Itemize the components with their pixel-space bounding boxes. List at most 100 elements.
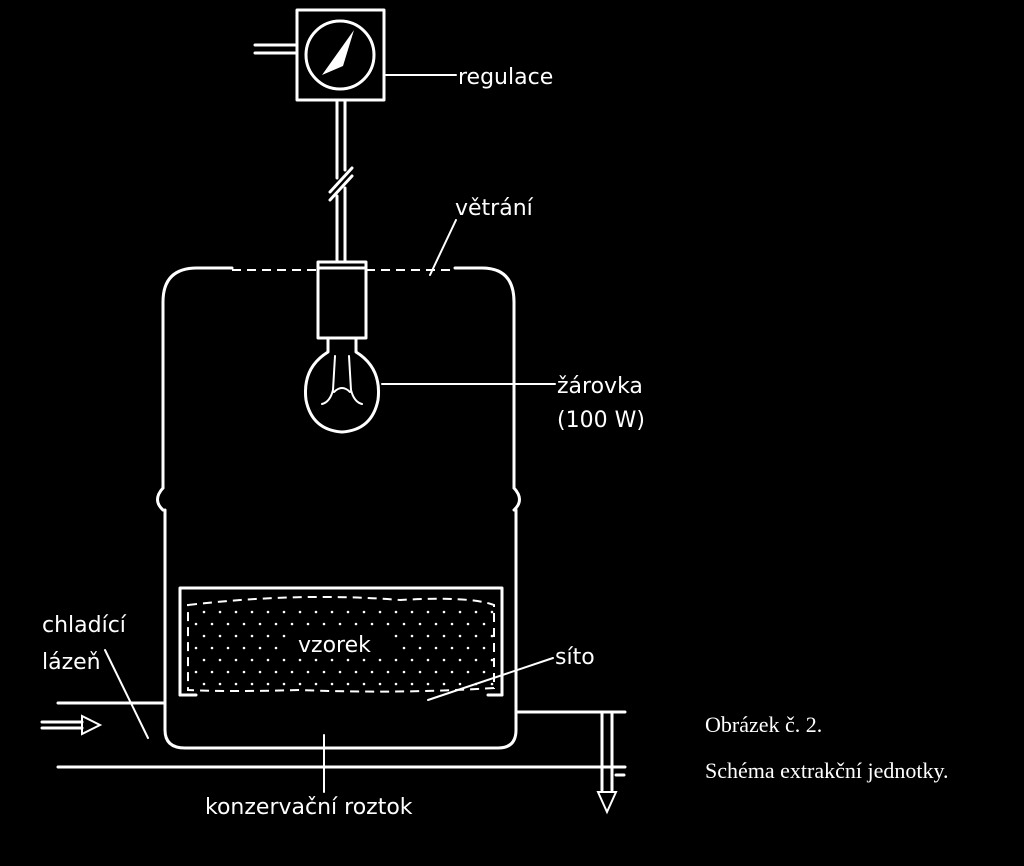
- sample-dot: [362, 658, 366, 662]
- sample-dot: [202, 682, 206, 686]
- sample-dot: [210, 622, 214, 626]
- sample-dot: [442, 658, 446, 662]
- sample-tray: [178, 586, 504, 697]
- sample-dot: [298, 658, 302, 662]
- label-zarovka: žárovka: [557, 374, 643, 399]
- sample-dot: [466, 646, 470, 650]
- caption-description: Schéma extrakční jednotky.: [705, 758, 949, 783]
- sample-dot: [258, 646, 262, 650]
- sample-dot: [402, 670, 406, 674]
- sample-dot: [330, 658, 334, 662]
- sample-dot: [226, 622, 230, 626]
- label-lazen: lázeň: [42, 650, 101, 675]
- sample-dot: [354, 670, 358, 674]
- sample-dot: [434, 670, 438, 674]
- sample-dot: [250, 634, 254, 638]
- sample-dot: [378, 658, 382, 662]
- sample-dot: [378, 682, 382, 686]
- sample-dot: [242, 670, 246, 674]
- sample-dot: [202, 634, 206, 638]
- sample-dot: [458, 658, 462, 662]
- sample-dot: [202, 610, 206, 614]
- sample-dot: [402, 622, 406, 626]
- sample-dot: [410, 658, 414, 662]
- sample-dot: [282, 658, 286, 662]
- sample-dot: [378, 610, 382, 614]
- sample-dot: [194, 646, 198, 650]
- dial-pointer-icon: [322, 30, 354, 75]
- sample-dot: [474, 634, 478, 638]
- sample-dot: [282, 634, 286, 638]
- light-bulb-icon: [303, 336, 381, 434]
- lamp-socket: [316, 260, 368, 340]
- sample-dot: [394, 610, 398, 614]
- sample-dot: [210, 670, 214, 674]
- label-vzorek: vzorek: [298, 633, 371, 658]
- sample-dot: [194, 670, 198, 674]
- sample-dot: [218, 658, 222, 662]
- sample-dot: [402, 646, 406, 650]
- sample-dot: [306, 622, 310, 626]
- sample-dot: [418, 622, 422, 626]
- sample-dot: [346, 682, 350, 686]
- sample-dot: [274, 646, 278, 650]
- sample-dot: [426, 682, 430, 686]
- sample-dot: [266, 610, 270, 614]
- sample-dot: [330, 682, 334, 686]
- sample-dot: [410, 610, 414, 614]
- sample-dot: [418, 670, 422, 674]
- sample-dot: [314, 682, 318, 686]
- sample-dot: [202, 658, 206, 662]
- sample-dot: [250, 658, 254, 662]
- label-regulace: regulace: [458, 65, 553, 90]
- cooling-bath-pipes: [56, 701, 627, 815]
- sample-dot: [266, 682, 270, 686]
- sample-dot: [314, 658, 318, 662]
- sample-dot: [274, 622, 278, 626]
- sample-dot: [482, 622, 486, 626]
- sample-dot: [322, 670, 326, 674]
- label-vetrani: větrání: [455, 196, 534, 221]
- sample-dot: [338, 622, 342, 626]
- sample-dot: [250, 610, 254, 614]
- sample-dot: [482, 670, 486, 674]
- sample-dot: [418, 646, 422, 650]
- sample-dot: [442, 634, 446, 638]
- sample-dot: [474, 658, 478, 662]
- sample-dot: [298, 682, 302, 686]
- sample-dot: [234, 610, 238, 614]
- sample-dot: [490, 682, 494, 686]
- sample-dot: [226, 646, 230, 650]
- sample-dot: [482, 646, 486, 650]
- container-lid: [161, 266, 516, 304]
- sample-dot: [282, 610, 286, 614]
- sample-dot: [354, 622, 358, 626]
- label-chladici: chladící: [42, 613, 127, 638]
- sample-dot: [394, 634, 398, 638]
- sample-dot: [490, 634, 494, 638]
- sample-dot: [258, 622, 262, 626]
- sample-dot: [250, 682, 254, 686]
- sample-dot: [426, 658, 430, 662]
- sample-dot: [450, 622, 454, 626]
- sample-dot: [210, 646, 214, 650]
- sample-dot: [442, 610, 446, 614]
- leader-lines: [104, 74, 556, 793]
- sample-dot: [362, 682, 366, 686]
- sample-dot: [242, 646, 246, 650]
- sample-dot: [434, 646, 438, 650]
- sample-dot: [282, 682, 286, 686]
- sample-dot: [474, 610, 478, 614]
- sample-dot: [274, 670, 278, 674]
- sample-dot: [234, 682, 238, 686]
- sample-dot: [266, 658, 270, 662]
- sample-dots: [194, 610, 494, 686]
- sample-dot: [434, 622, 438, 626]
- label-zarovka-power: (100 W): [557, 408, 645, 433]
- outflow-arrow-icon: [596, 791, 618, 815]
- regulator-dial: [304, 19, 376, 91]
- regulator-box: [295, 8, 386, 102]
- sample-dot: [322, 622, 326, 626]
- label-konzervacni-roztok: konzervační roztok: [205, 795, 413, 820]
